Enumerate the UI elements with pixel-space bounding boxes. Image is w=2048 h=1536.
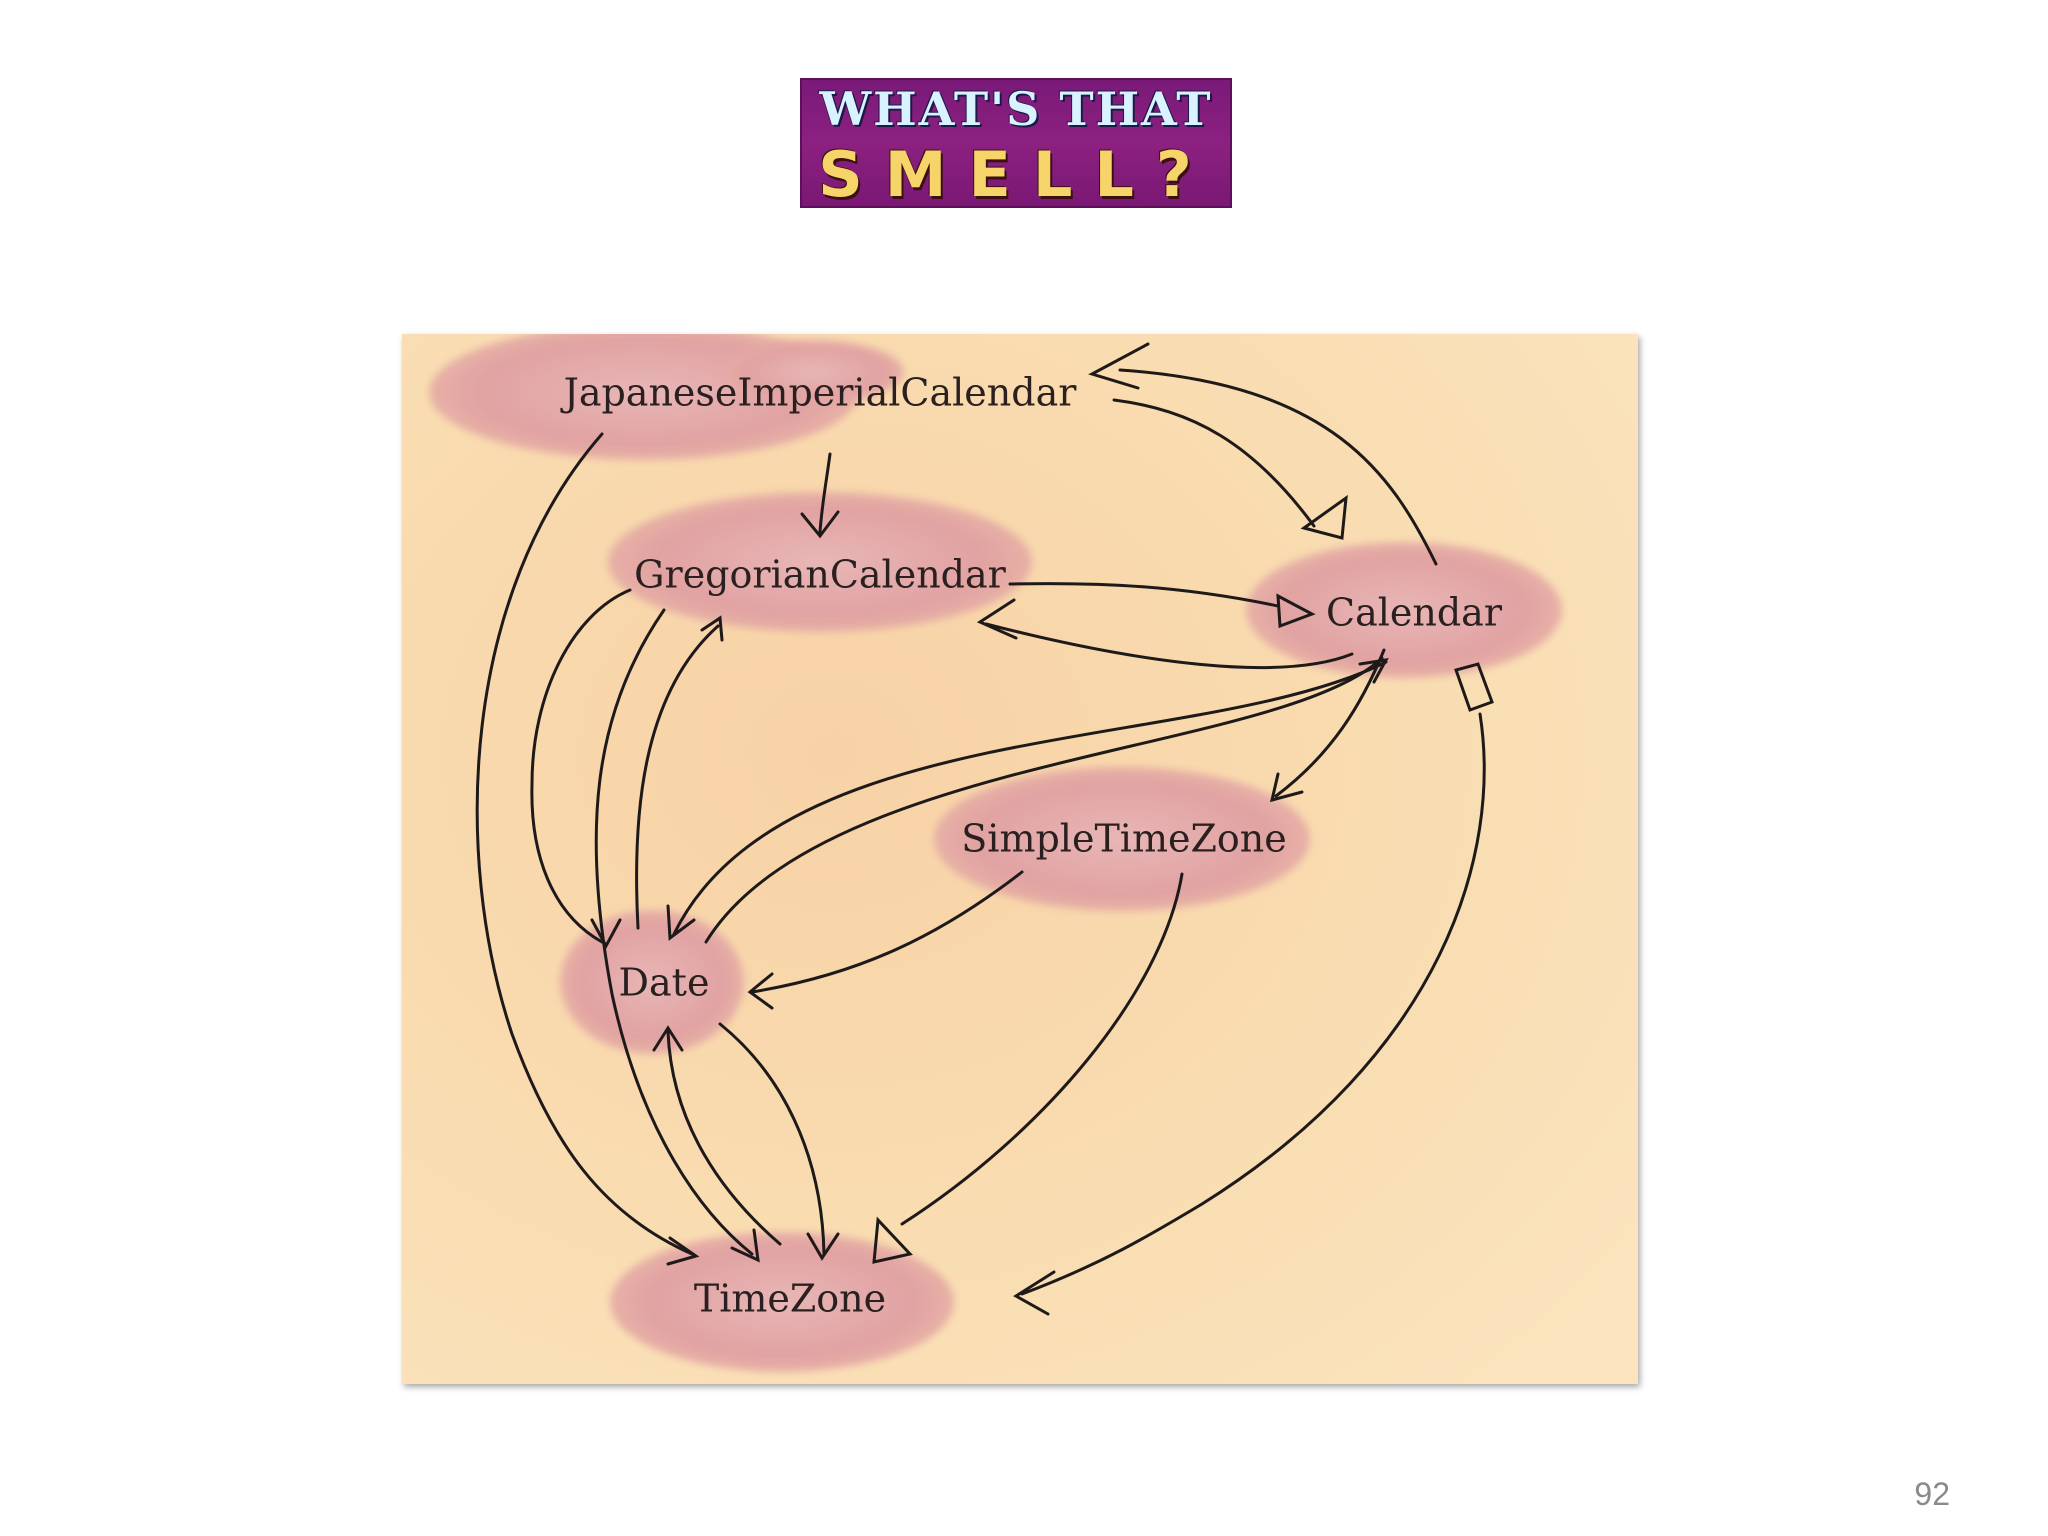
node-timezone: TimeZone (694, 1277, 886, 1321)
edge-calendar-to-date (672, 660, 1388, 936)
edge-date-to-timezone (718, 1022, 826, 1256)
edge-gregorian-to-date (530, 588, 632, 944)
logo-line-2: SMELL? (818, 138, 1214, 211)
node-blob-gregorian (608, 492, 1032, 632)
edge-calendar-to-simpletimezone (1274, 648, 1386, 798)
edge-japanese-to-timezone (475, 432, 694, 1256)
node-simpletimezone: SimpleTimeZone (961, 817, 1286, 861)
page-number: 92 (1914, 1476, 1950, 1512)
arrowhead-open (730, 1228, 760, 1263)
arrowhead-open (652, 1025, 684, 1052)
node-blob-simpletimezone (934, 767, 1310, 911)
edge-date-to-calendar (704, 656, 1384, 944)
edge-calendar-to-timezone (1020, 712, 1486, 1296)
arrowhead-open (800, 510, 840, 539)
arrowhead-hollow-triangle (1276, 593, 1316, 629)
edges (475, 342, 1494, 1316)
arrowhead-open (1269, 772, 1304, 803)
arrowhead-open (1013, 1270, 1056, 1316)
aggregation-diamond (1454, 662, 1494, 712)
arrowhead-open (747, 972, 774, 1010)
arrowhead-open (806, 1232, 840, 1261)
node-blob-japanese-top (724, 340, 904, 404)
arrowhead-hollow-triangle (1300, 494, 1348, 540)
node-labels: JapaneseImperialCalendar GregorianCalend… (560, 371, 1503, 1321)
arrowhead-hollow-triangle (872, 1216, 913, 1264)
arrowhead-open (666, 1236, 700, 1266)
edge-date-to-gregorian (635, 624, 720, 930)
edge-gregorian-to-timezone (594, 608, 754, 1256)
diagram-canvas: JapaneseImperialCalendar GregorianCalend… (402, 334, 1638, 1384)
edge-japanese-to-calendar (1112, 398, 1316, 528)
node-date: Date (619, 961, 710, 1005)
node-blob-calendar (1246, 542, 1562, 678)
node-blobs (429, 334, 1562, 1372)
whats-that-smell-logo: WHAT'S THAT SMELL? (800, 78, 1232, 211)
edge-simpletimezone-to-timezone (900, 872, 1184, 1226)
node-blob-timezone (610, 1232, 954, 1372)
arrowhead-open (590, 918, 622, 950)
edge-timezone-to-date (666, 1030, 782, 1246)
arrowhead-open (976, 598, 1018, 640)
arrowhead-open (1088, 342, 1150, 390)
edge-gregorian-to-calendar (1008, 582, 1280, 608)
edge-calendar-to-japanese (1118, 368, 1438, 566)
node-japaneseimperialcalendar: JapaneseImperialCalendar (560, 371, 1078, 415)
logo-line-1: WHAT'S THAT (819, 82, 1213, 136)
edge-japanese-to-gregorian (818, 452, 832, 534)
arrowhead-open (1358, 658, 1389, 684)
arrowhead-open (700, 615, 724, 642)
dependency-diagram: JapaneseImperialCalendar GregorianCalend… (402, 334, 1638, 1384)
node-calendar: Calendar (1326, 591, 1503, 635)
node-gregoriancalendar: GregorianCalendar (634, 553, 1006, 597)
arrowhead-open (666, 904, 696, 941)
edge-calendar-to-gregorian (984, 622, 1354, 670)
edge-simpletimezone-to-date (750, 870, 1024, 994)
